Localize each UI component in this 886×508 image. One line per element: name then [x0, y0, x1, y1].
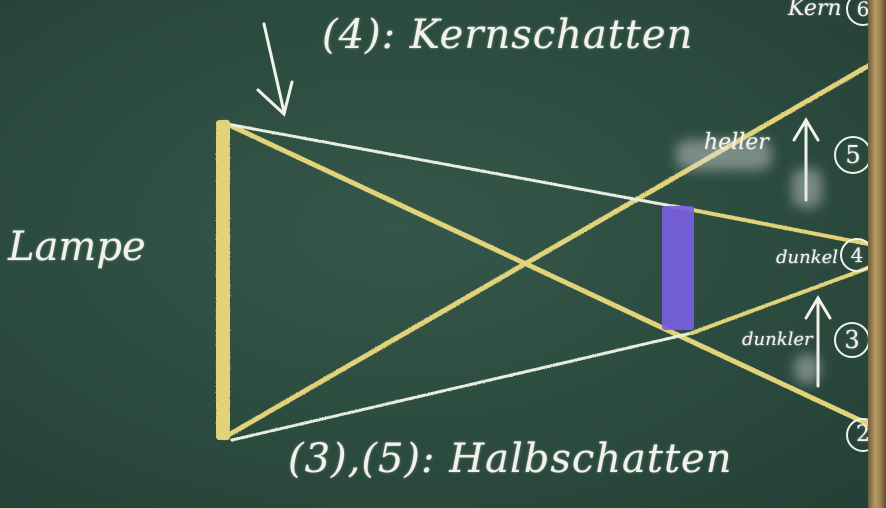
- marker-5: 5: [834, 136, 872, 174]
- chalk-smudge: [794, 354, 820, 384]
- ray-bottom-to-edge-white: [230, 331, 694, 442]
- brighter-label: heller: [704, 130, 769, 155]
- ray-top-to-edge-white: [230, 123, 674, 208]
- ray-bottom-to-mid-yellow: [690, 266, 870, 335]
- obstacle-block: [662, 206, 694, 330]
- up-arrow-icon: [804, 295, 832, 388]
- chalk-smudge: [676, 140, 772, 170]
- half-shadow-label: (3),(5): Halbschatten: [288, 436, 733, 482]
- down-arrow-icon: [256, 22, 294, 117]
- ray-top-to-bottom: [222, 120, 871, 427]
- lamp-bar: [216, 120, 230, 440]
- ray-bottom-to-top: [222, 63, 871, 440]
- core-shadow-label: (4): Kernschatten: [322, 12, 694, 58]
- chalk-smudge: [792, 168, 822, 208]
- marker-3: 3: [834, 322, 870, 358]
- lamp-label: Lampe: [8, 224, 146, 270]
- darker-label: dunkel: [776, 247, 839, 268]
- top-fragment-label: Kern: [788, 0, 842, 21]
- darker2-label: dunkler: [742, 329, 813, 350]
- board-frame: [868, 0, 886, 508]
- ray-top-to-mid-yellow: [670, 204, 870, 246]
- up-arrow-icon: [792, 117, 820, 202]
